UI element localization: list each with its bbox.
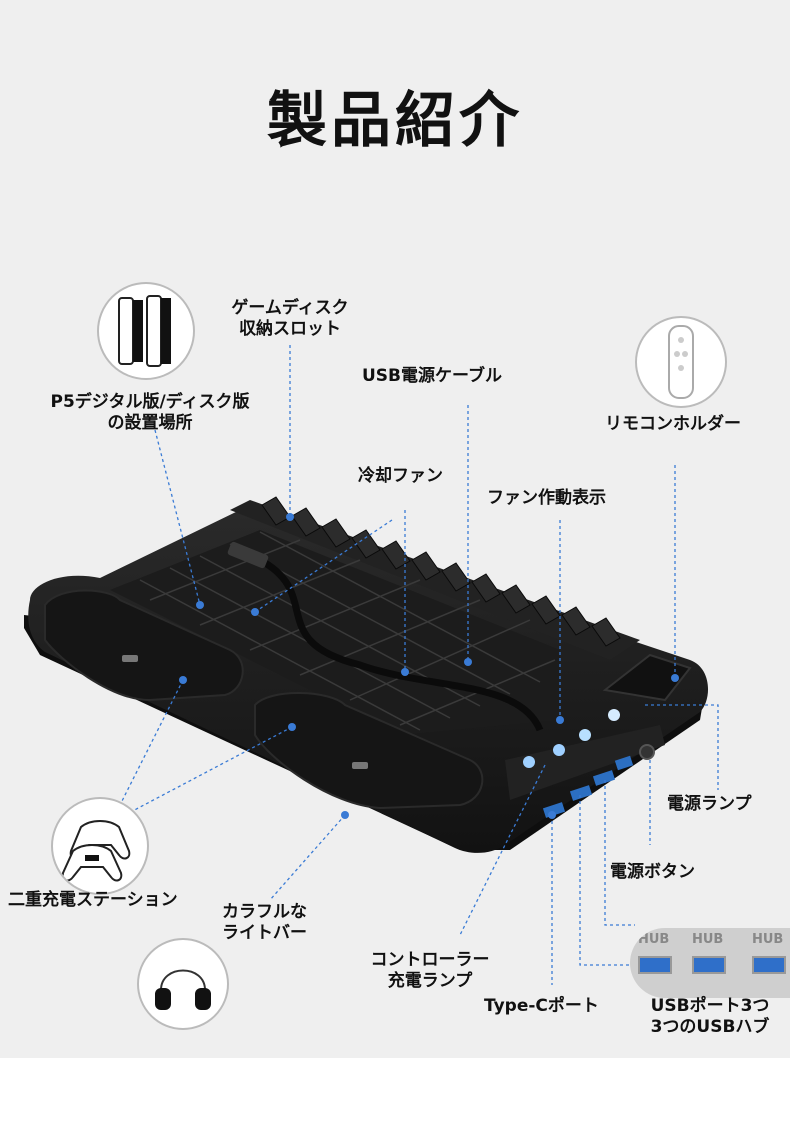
console-icon xyxy=(118,295,171,367)
usb-port-4 xyxy=(614,755,634,771)
usb-port-2 xyxy=(569,785,593,801)
label-power-lamp: 電源ランプ xyxy=(667,794,752,814)
product-illustration xyxy=(24,345,719,985)
leader-lines xyxy=(119,345,719,985)
remote-holder-pocket xyxy=(602,653,692,702)
usb-hub-closeup: HUB HUB HUB xyxy=(630,928,790,998)
cable-plug xyxy=(227,541,269,569)
controller-lamp-1 xyxy=(523,756,535,768)
headset-thumbnail xyxy=(137,938,229,1030)
hub-label-3: HUB xyxy=(752,932,784,947)
page-title: 製品紹介 xyxy=(267,86,523,156)
fan-indicator-light xyxy=(579,729,591,741)
hub-label-1: HUB xyxy=(638,932,670,947)
label-dual-charging: 二重充電ステーション xyxy=(8,890,178,910)
remote-thumbnail xyxy=(635,316,727,408)
hub-port-2 xyxy=(692,956,726,974)
usb-c-connector-right xyxy=(352,762,368,769)
remote-icon xyxy=(668,325,694,399)
cradle-right xyxy=(254,692,484,810)
disc-slot-fins xyxy=(261,496,621,647)
label-controller-lamp: コントローラー 充電ランプ xyxy=(370,950,490,991)
label-light-bar: カラフルな ライトバー xyxy=(222,902,307,943)
usb-port-3 xyxy=(592,770,616,786)
label-remote-holder: リモコンホルダー xyxy=(605,414,741,434)
label-game-disc-slot: ゲームディスク 収納スロット xyxy=(231,298,349,339)
label-usb-cable: USB電源ケーブル xyxy=(362,366,502,386)
label-console-placement: P5デジタル版/ディスク版 の設置場所 xyxy=(50,392,250,433)
front-panel xyxy=(505,725,665,800)
label-type-c: Type-Cポート xyxy=(484,996,599,1016)
cradle-left xyxy=(44,589,244,702)
headset-icon xyxy=(155,966,211,1010)
label-power-button: 電源ボタン xyxy=(610,862,695,882)
controller-icon xyxy=(61,820,131,882)
label-cooling-fan: 冷却ファン xyxy=(358,466,443,486)
hub-port-3 xyxy=(752,956,786,974)
usb-cable xyxy=(248,551,544,732)
usb-c-connector-left xyxy=(122,655,138,662)
hub-label-2: HUB xyxy=(692,932,724,947)
console-thumbnail xyxy=(97,282,195,380)
label-usb-hub: USBポート3つ 3つのUSBハブ xyxy=(650,996,770,1037)
controllers-thumbnail xyxy=(51,797,149,895)
label-fan-indicator: ファン作動表示 xyxy=(487,488,606,508)
power-lamp xyxy=(608,709,620,721)
hub-port-1 xyxy=(638,956,672,974)
controller-lamp-2 xyxy=(553,744,565,756)
power-button xyxy=(639,744,655,760)
leader-dots xyxy=(179,513,679,819)
